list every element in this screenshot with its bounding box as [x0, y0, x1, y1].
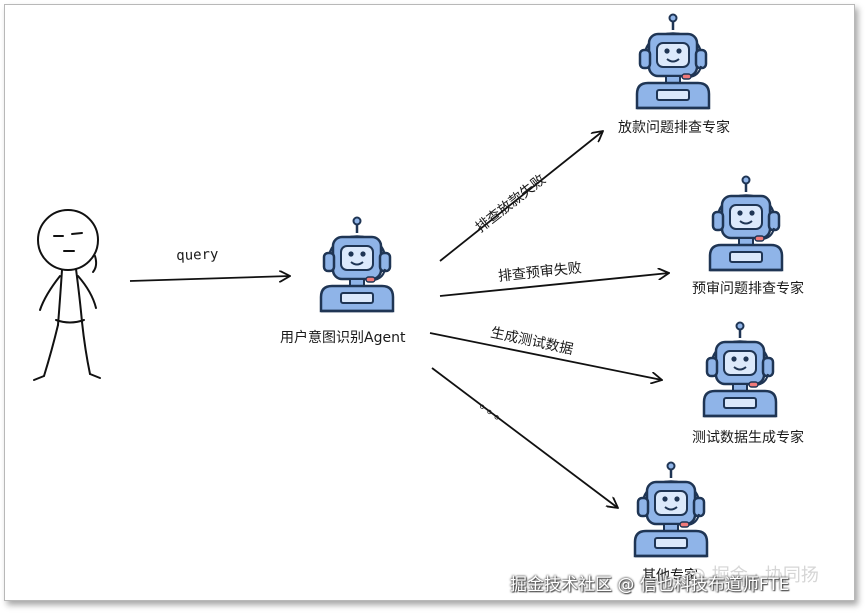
node-label-prepay-expert: 预审问题排查专家 [692, 281, 804, 297]
user-figure-icon [33, 209, 101, 381]
edge-label-query: query [176, 246, 219, 264]
watermark-main: 掘金技术社区 @ 信也科技布道师FTE [510, 575, 790, 595]
arrow-prepay [439, 273, 669, 297]
router-robot-icon [319, 216, 395, 313]
other-expert-robot-icon [633, 461, 709, 558]
node-label-router: 用户意图识别Agent [280, 330, 406, 346]
node-label-testdata-expert: 测试数据生成专家 [692, 430, 804, 446]
arrow-loan [439, 131, 603, 262]
node-label-loan-expert: 放款问题排查专家 [618, 120, 730, 136]
arrow-testdata [429, 332, 662, 380]
node-label-other-expert: 其他专家 [642, 568, 698, 584]
loan-expert-robot-icon [635, 13, 711, 110]
arrow-query [129, 276, 290, 281]
watermark-faint: @ 掘金 · 协同扬 [688, 565, 819, 586]
diagram-frame [4, 4, 855, 601]
arrow-other [431, 367, 618, 508]
prepay-expert-robot-icon [708, 175, 784, 272]
testdata-expert-robot-icon [702, 321, 778, 418]
